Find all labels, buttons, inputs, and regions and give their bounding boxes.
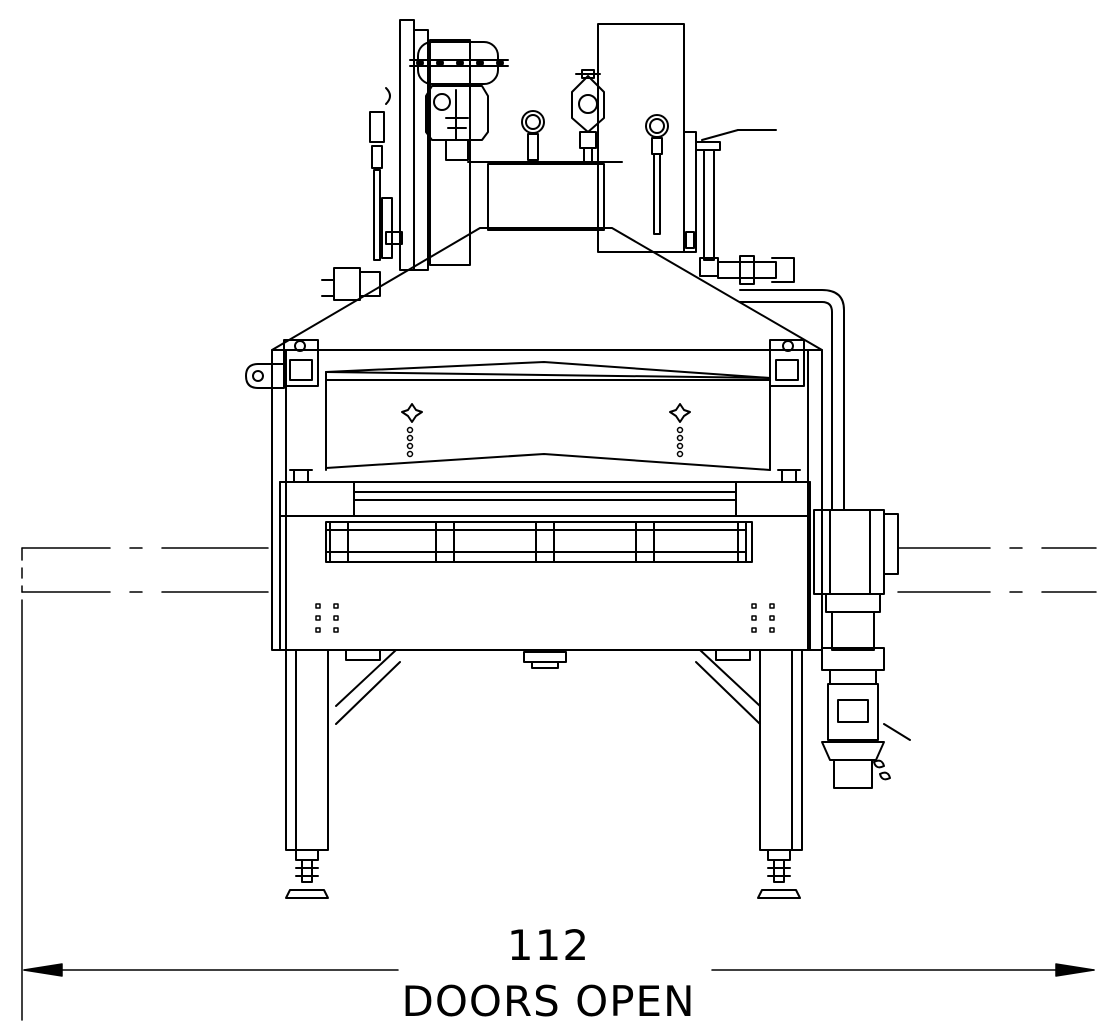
conveyor [325, 521, 753, 563]
right-column [597, 23, 697, 253]
overall-width-dimension [21, 599, 1095, 1021]
bottom-drain [345, 649, 751, 669]
right-pipe-assembly [695, 129, 845, 511]
main-body [271, 349, 823, 651]
drive-motor [813, 509, 911, 789]
hinge-brackets [245, 339, 805, 389]
dimension-value: 112 [506, 921, 591, 970]
upper-valve-assembly [321, 19, 509, 301]
right-door-phantom [897, 547, 1097, 593]
dimension-label: DOORS OPEN [401, 977, 696, 1026]
bolt-patterns [315, 603, 775, 633]
center-stack [467, 69, 669, 235]
legs [285, 649, 803, 899]
hood-chain-dots [406, 426, 684, 458]
left-door-phantom [21, 547, 269, 593]
